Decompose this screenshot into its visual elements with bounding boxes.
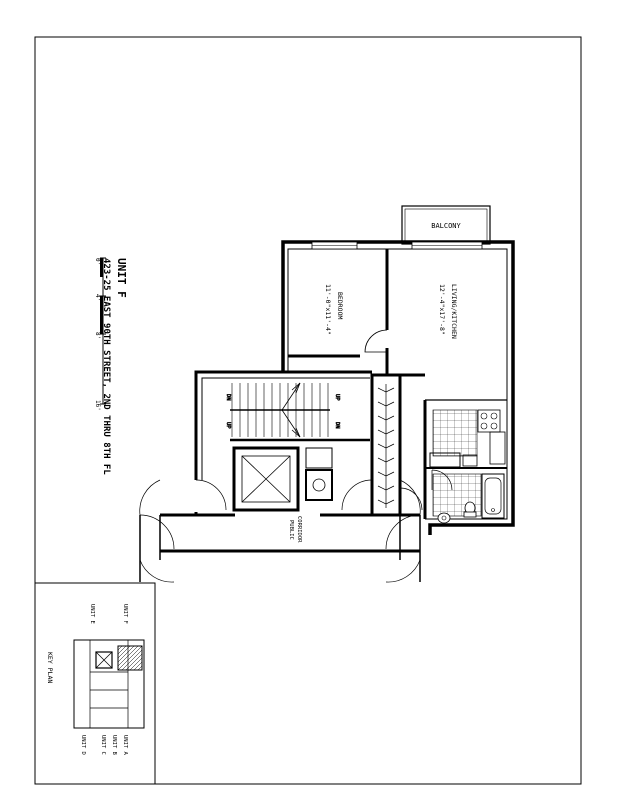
scale-bar: 0' 4' 8' 16' bbox=[94, 257, 106, 411]
stair-up-label-1: UP bbox=[225, 422, 231, 429]
scale-tick-0: 0' bbox=[94, 258, 101, 265]
key-unit-a: UNIT A bbox=[122, 735, 128, 756]
balcony: BALCONY bbox=[401, 205, 491, 245]
key-unit-c: UNIT C bbox=[100, 735, 106, 755]
living-name: LIVING/KITCHEN bbox=[450, 284, 458, 339]
kitchen bbox=[429, 409, 506, 468]
address-title: 423-25 EAST 90TH STREET, 2ND THRU 8TH FL bbox=[101, 258, 111, 475]
bedroom-name: BEDROOM bbox=[336, 292, 344, 319]
bathroom bbox=[431, 469, 505, 524]
public-corridor bbox=[139, 479, 421, 583]
core-doors bbox=[195, 479, 423, 511]
key-plan-title: KEY PLAN bbox=[46, 652, 54, 683]
scale-tick-4: 4' bbox=[94, 294, 101, 301]
stair-dn-label-2: DN bbox=[334, 422, 340, 429]
living-label-group: LIVING/KITCHEN 12'-4"x17'-8" bbox=[438, 284, 458, 339]
bedroom-label-group: BEDROOM 11'-0"x11'-4" bbox=[324, 284, 344, 335]
key-unit-d: UNIT D bbox=[80, 735, 86, 755]
stair-up-label-2: UP bbox=[334, 394, 340, 401]
key-plan: KEY PLAN UNIT F UNIT E UNIT A UNIT B UNI… bbox=[46, 604, 145, 756]
living-dims: 12'-4"x17'-8" bbox=[438, 284, 446, 335]
core-walls bbox=[194, 370, 372, 517]
key-unit-f: UNIT F bbox=[122, 604, 128, 624]
unit-walls bbox=[281, 240, 515, 535]
trash-chute bbox=[305, 447, 333, 501]
key-plan-frame bbox=[34, 582, 156, 785]
key-unit-b: UNIT B bbox=[111, 735, 117, 756]
corridor-label-1: PUBLIC bbox=[288, 520, 294, 540]
bedroom-dims: 11'-0"x11'-4" bbox=[324, 284, 332, 335]
closet bbox=[370, 373, 402, 517]
bedroom-door bbox=[364, 329, 388, 353]
unit-title: UNIT F bbox=[115, 258, 128, 298]
title-block: UNIT F 423-25 EAST 90TH STREET, 2ND THRU… bbox=[101, 258, 128, 475]
elevator bbox=[232, 446, 300, 512]
stairs: DN UP UP DN bbox=[225, 382, 340, 438]
balcony-label: BALCONY bbox=[431, 222, 461, 230]
corridor-label-group: PUBLIC CORRIDOR bbox=[288, 516, 302, 543]
scale-tick-16: 16' bbox=[94, 400, 101, 411]
scale-tick-8: 8' bbox=[94, 332, 101, 339]
key-unit-e: UNIT E bbox=[89, 604, 95, 624]
sheet-border bbox=[34, 36, 582, 785]
corridor-label-2: CORRIDOR bbox=[296, 516, 302, 543]
stair-dn-label-1: DN bbox=[225, 394, 231, 401]
